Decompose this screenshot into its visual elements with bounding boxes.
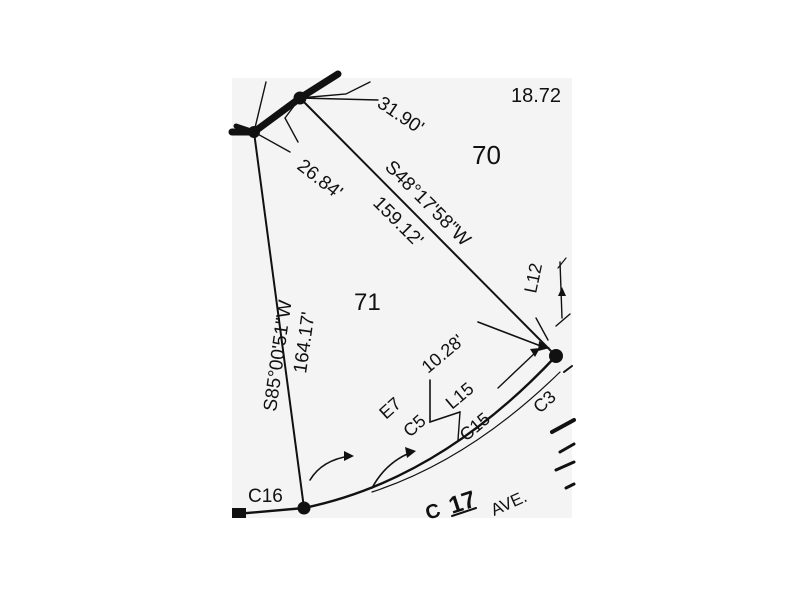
lot-line-diagonal bbox=[299, 97, 557, 357]
scan-background bbox=[232, 78, 572, 518]
leader-line-right bbox=[299, 81, 371, 99]
street-17-underline bbox=[451, 507, 477, 517]
arrow-head-l12 bbox=[558, 287, 566, 296]
monument-point-e bbox=[549, 349, 563, 363]
l12-tick bbox=[557, 257, 567, 269]
street-hatch-1 bbox=[550, 418, 576, 434]
label-street-c: C bbox=[423, 499, 444, 524]
street-hatch-3 bbox=[554, 460, 576, 472]
monument-point-sw bbox=[297, 501, 311, 515]
heavy-boundary-line bbox=[228, 70, 342, 136]
easement-segment-a bbox=[429, 379, 461, 424]
street-hatch-2 bbox=[558, 442, 576, 454]
arrow-head-10-28 bbox=[538, 341, 550, 351]
monument-point-nw bbox=[248, 126, 260, 138]
street-hatch-5 bbox=[563, 365, 573, 373]
dim-line-10-28 bbox=[477, 321, 547, 349]
dim-arrow-l15 bbox=[497, 351, 537, 389]
arrow-head-c5 bbox=[405, 447, 416, 458]
lot-number-71: 71 bbox=[354, 289, 381, 316]
street-curve-line bbox=[234, 354, 558, 516]
leader-line-mid bbox=[284, 97, 301, 143]
monument-block-sw bbox=[232, 508, 246, 518]
arrow-head-l15 bbox=[530, 348, 540, 357]
leader-line-31-90 bbox=[299, 97, 379, 101]
leader-line-top-left bbox=[253, 81, 267, 133]
monument-point-n bbox=[293, 91, 307, 105]
street-hatch-4 bbox=[564, 482, 576, 490]
street-curve-inner bbox=[371, 371, 561, 493]
easement-segment-b bbox=[457, 411, 461, 441]
l12-arrow bbox=[555, 313, 571, 327]
lot-number-70: 70 bbox=[472, 140, 501, 170]
label-area-top-right: 18.72 bbox=[511, 85, 561, 107]
leader-line-26-84 bbox=[253, 131, 291, 153]
l12-leader bbox=[535, 317, 549, 341]
arrow-head-c16 bbox=[344, 451, 354, 461]
lot-line-west bbox=[253, 131, 305, 509]
label-curve-c16: C16 bbox=[248, 486, 283, 507]
